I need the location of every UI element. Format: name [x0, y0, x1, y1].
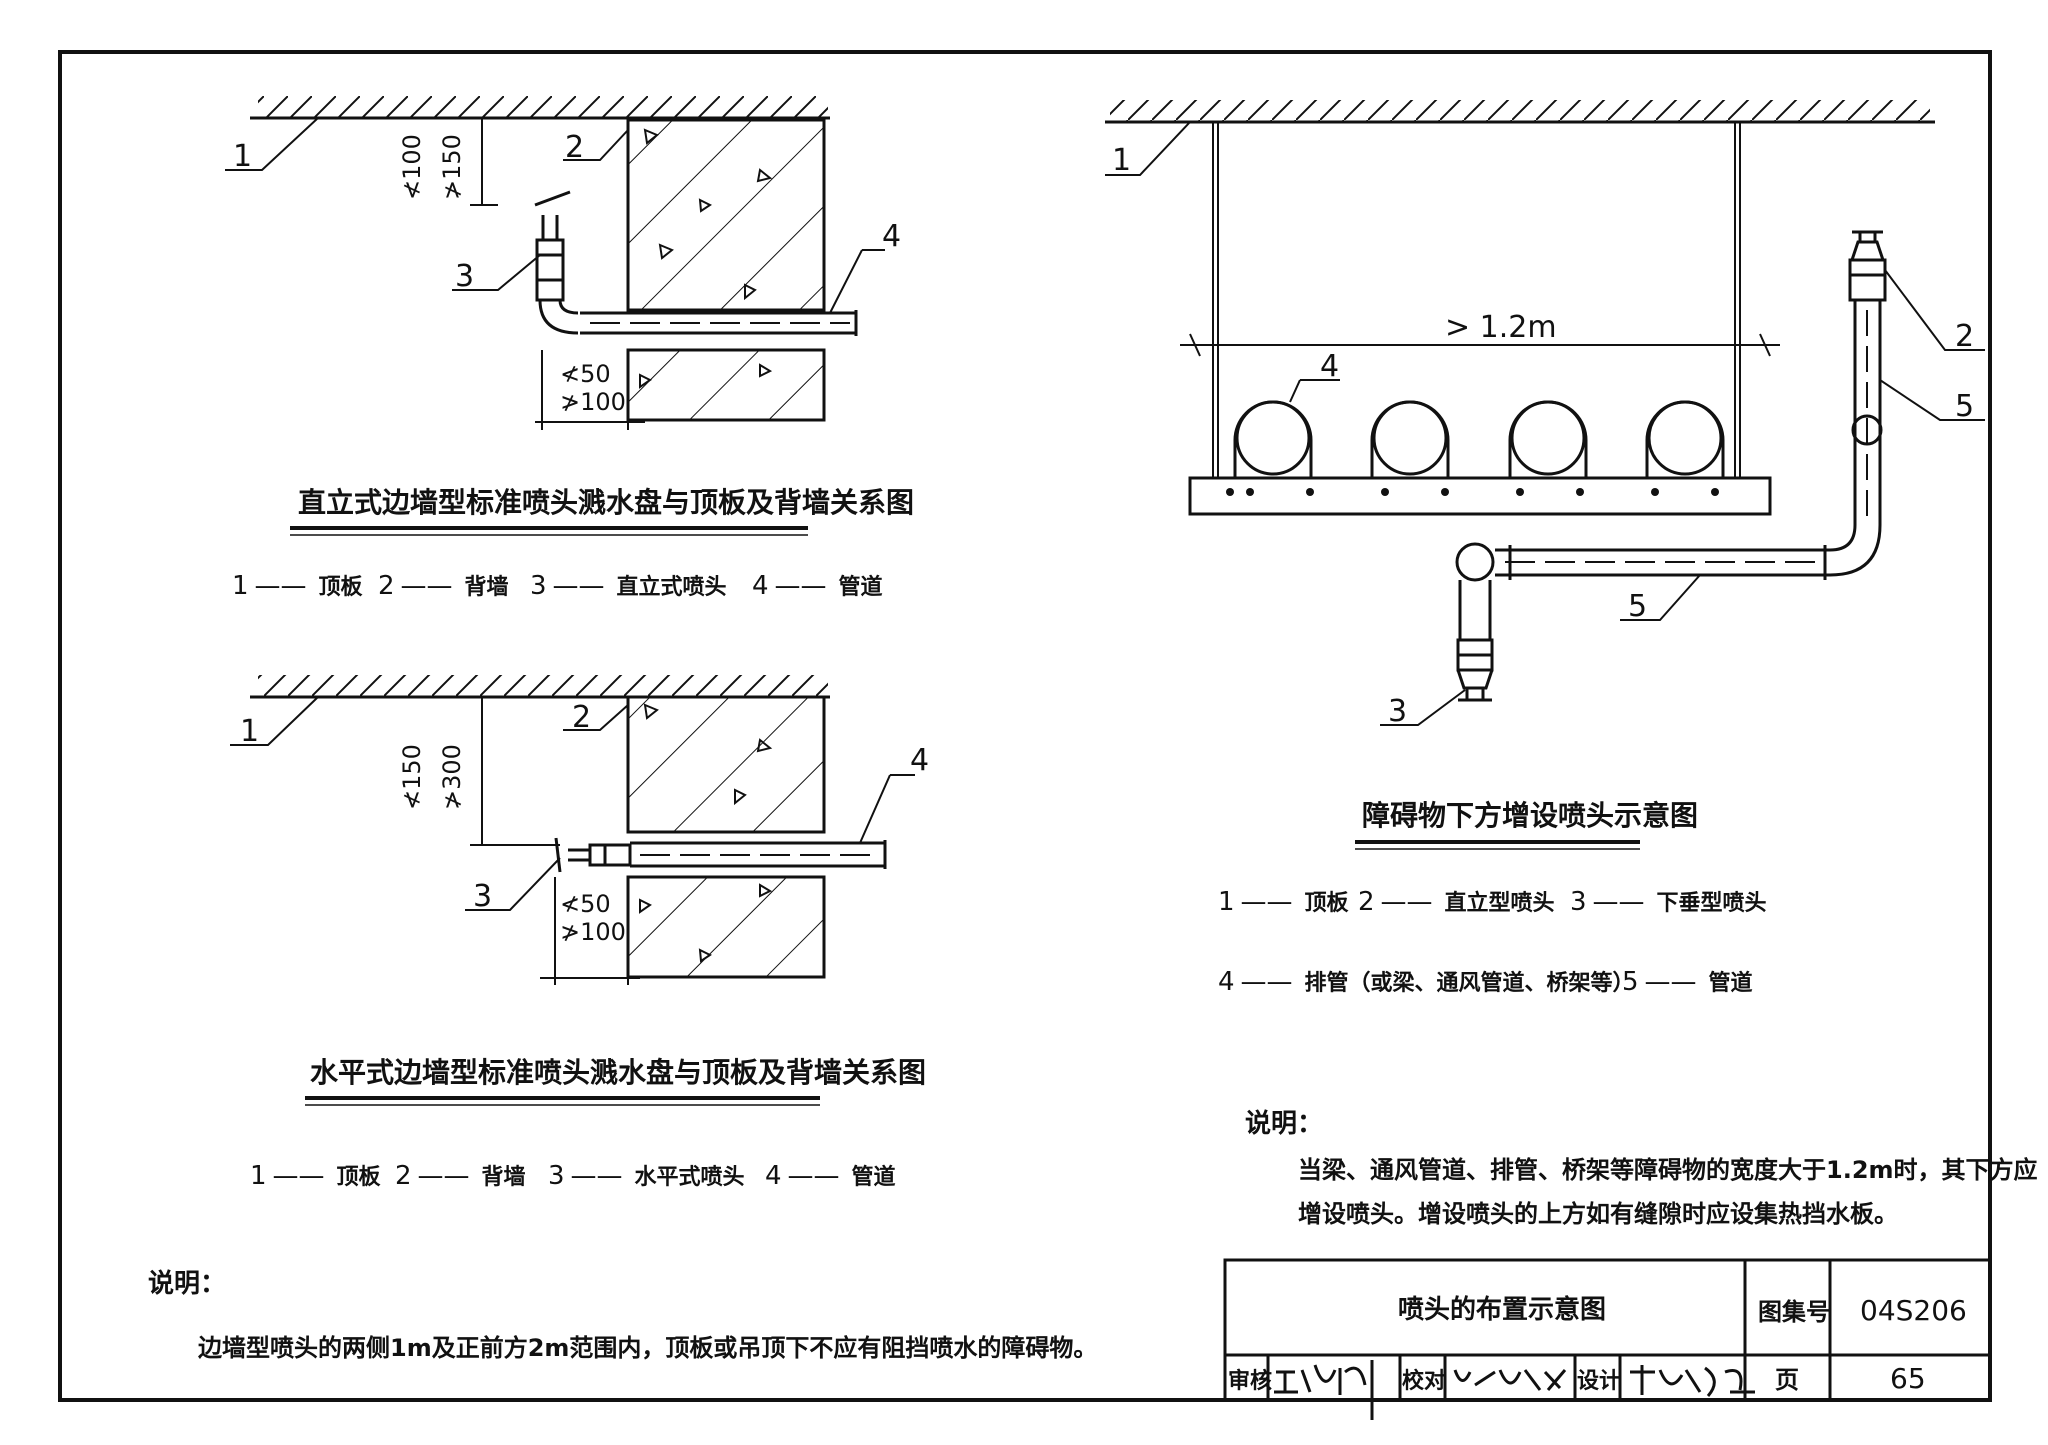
branch-pipe-horizontal [1495, 545, 1830, 580]
d3-legend-2: 2——直立型喷头 [1358, 887, 1555, 917]
back-wall-upper [626, 118, 826, 312]
pipe-horizontal [580, 310, 858, 336]
d3-legend: 1——顶板 2——直立型喷头 3——下垂型喷头 4——排管（或梁、通风管道、桥架… [1218, 887, 1767, 997]
d2-dim-bot-a: ≮50 [560, 890, 611, 918]
tray-bolts [1226, 488, 1719, 496]
d3-callout-3: 3 [1388, 694, 1407, 729]
dim-top [470, 696, 560, 846]
note-right-heading: 说明： [1245, 1109, 1323, 1139]
d3-title: 障碍物下方增设喷头示意图 [1362, 799, 1698, 832]
d3-dim-width: > 1.2m [1445, 310, 1557, 345]
back-wall-lower [626, 348, 826, 422]
d3-callout-4: 4 [1320, 349, 1339, 384]
diagram-2 [230, 675, 915, 985]
drawing-title: 喷头的布置示意图 [1398, 1294, 1606, 1325]
d2-callout-4: 4 [910, 743, 929, 778]
atlas-number: 04S206 [1860, 1294, 1967, 1327]
d1-dim-top-a: ≮100 [398, 134, 426, 200]
note-left-heading: 说明： [148, 1269, 226, 1299]
d1-legend-3: 3——直立式喷头 [530, 571, 727, 601]
d3-legend-5: 5——管道 [1622, 967, 1753, 997]
leaders-2 [230, 696, 915, 911]
ceiling-hatch [258, 675, 828, 697]
note-right-line-1: 当梁、通风管道、排管、桥架等障碍物的宽度大于1.2m时，其下方应 [1298, 1156, 2038, 1184]
note-left-line-1: 边墙型喷头的两侧1m及正前方2m范围内，顶板或吊顶下不应有阻挡喷水的障碍物。 [198, 1334, 1097, 1362]
d2-legend-4: 4——管道 [765, 1161, 896, 1191]
d1-legend-1: 1——顶板 [232, 571, 364, 601]
dim-bottom [540, 877, 640, 985]
signature-design [1630, 1365, 1755, 1397]
drop-pipe [1455, 542, 1495, 672]
d1-legend-4: 4——管道 [752, 571, 883, 601]
ceiling-hatch [258, 96, 828, 118]
pipe-elbow [538, 299, 579, 335]
note-right-line-2: 增设喷头。增设喷头的上方如有缝隙时应设集热挡水板。 [1298, 1200, 1898, 1228]
wall-aggregate [639, 703, 773, 963]
ceiling-hatch [1110, 100, 1930, 122]
sheet-border [58, 50, 1992, 1402]
d2-title: 水平式边墙型标准喷头溅水盘与顶板及背墙关系图 [310, 1056, 926, 1089]
leaders-3 [1105, 121, 1985, 726]
d3-legend-1: 1——顶板 [1218, 887, 1350, 917]
d3-callout-1: 1 [1112, 143, 1131, 178]
d1-legend: 1——顶板 2——背墙 3——直立式喷头 4——管道 [232, 571, 883, 601]
design-label: 设计 [1577, 1369, 1621, 1394]
signature-check [1453, 1369, 1567, 1391]
back-wall-upper [626, 695, 826, 834]
d3-callout-5-branch: 5 [1628, 589, 1647, 624]
dim-width [1180, 333, 1780, 357]
d1-callout-4: 4 [882, 219, 901, 254]
dim-bottom [535, 350, 645, 430]
back-wall-lower [626, 875, 826, 979]
upright-sprinkler [534, 190, 571, 302]
pipe-elbow-right [1829, 524, 1882, 577]
d2-legend-2: 2——背墙 [395, 1161, 526, 1191]
signature-review [1274, 1360, 1374, 1420]
d2-legend-3: 3——水平式喷头 [548, 1161, 745, 1191]
d2-dim-top-a: ≮150 [398, 744, 426, 810]
d1-callout-2: 2 [565, 130, 584, 165]
d1-legend-2: 2——背墙 [378, 571, 509, 601]
d1-dim-bot-b: ≯100 [560, 388, 626, 416]
check-label: 校对 [1402, 1368, 1446, 1394]
obstruction-pipes [1233, 400, 1725, 478]
tray-beam [1188, 476, 1772, 516]
d1-title: 直立式边墙型标准喷头溅水盘与顶板及背墙关系图 [298, 486, 914, 519]
riser-pipe [1848, 258, 1887, 525]
d3-legend-4: 4——排管（或梁、通风管道、桥架等） [1218, 967, 1635, 997]
d3-callout-2: 2 [1955, 319, 1974, 354]
pendent-sprinkler-icon [1456, 669, 1494, 702]
d2-legend: 1——顶板 2——背墙 3——水平式喷头 4——管道 [250, 1161, 896, 1191]
d1-dim-bot-a: ≮50 [560, 360, 611, 388]
d2-callout-3: 3 [473, 879, 492, 914]
d2-callout-2: 2 [572, 700, 591, 735]
diagram-3 [1105, 100, 1985, 726]
review-label: 审核 [1228, 1368, 1272, 1394]
d1-callout-3: 3 [455, 259, 474, 294]
d1-dim-top-b: ≯150 [438, 134, 466, 200]
hangers [1212, 122, 1741, 478]
page-number: 65 [1890, 1362, 1926, 1395]
leaders-1 [225, 117, 885, 314]
d3-callout-5-riser: 5 [1955, 389, 1974, 424]
d2-dim-bot-b: ≯100 [560, 918, 626, 946]
d2-legend-1: 1——顶板 [250, 1161, 382, 1191]
d2-dim-top-b: ≯300 [438, 744, 466, 810]
title-block [1223, 1258, 1992, 1402]
wall-aggregate [639, 128, 773, 389]
d3-legend-3: 3——下垂型喷头 [1570, 887, 1767, 917]
d2-callout-1: 1 [240, 714, 259, 749]
diagram-1 [225, 96, 885, 430]
atlas-label: 图集号 [1758, 1298, 1830, 1326]
pipe-horizontal [630, 840, 887, 869]
d1-callout-1: 1 [233, 139, 252, 174]
horizontal-sprinkler [554, 837, 632, 873]
upright-sprinkler-icon [1850, 230, 1885, 261]
page-label: 页 [1775, 1366, 1799, 1394]
dim-top [470, 117, 498, 206]
